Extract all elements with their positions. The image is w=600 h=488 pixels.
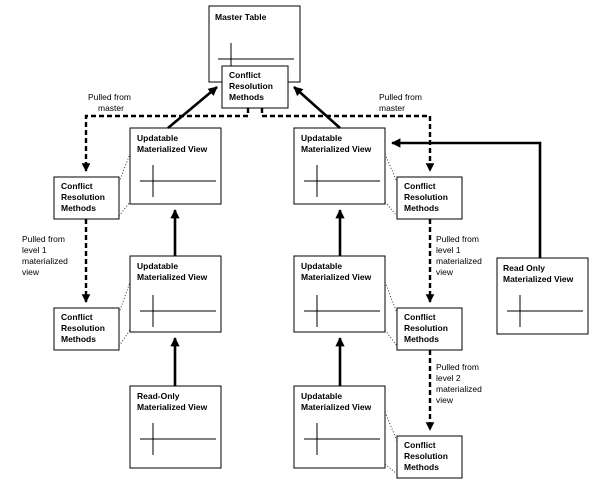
- note-pulled-from-level1-left: Pulled from level 1 materialized view: [22, 234, 68, 277]
- svg-text:Conflict: Conflict: [61, 312, 93, 322]
- svg-text:master: master: [379, 103, 405, 113]
- svg-text:Conflict: Conflict: [404, 312, 436, 322]
- note-pulled-from-level1-mid: Pulled from level 1 materialized view: [436, 234, 482, 277]
- svg-text:Resolution: Resolution: [61, 323, 105, 333]
- svg-text:Pulled from: Pulled from: [88, 92, 131, 102]
- svg-text:Resolution: Resolution: [404, 323, 448, 333]
- left-crm-level1: Conflict Resolution Methods: [53, 176, 120, 220]
- svg-text:Updatable: Updatable: [137, 133, 178, 143]
- svg-text:Updatable: Updatable: [301, 391, 342, 401]
- right-readonly-mv: Read Only Materialized View: [496, 257, 589, 335]
- arrow-right-ro-to-mid-mv1: [391, 138, 542, 258]
- svg-text:Pulled from: Pulled from: [379, 92, 422, 102]
- dash-master-to-mid-crm1: [260, 108, 435, 172]
- svg-text:Materialized View: Materialized View: [503, 274, 574, 284]
- svg-text:Methods: Methods: [61, 334, 96, 344]
- svg-text:Methods: Methods: [61, 203, 96, 213]
- dotted-connectors: [118, 153, 398, 475]
- mid-updatable-mv-level1: Updatable Materialized View: [293, 127, 386, 205]
- svg-text:Methods: Methods: [229, 92, 264, 102]
- svg-text:materialized: materialized: [22, 256, 68, 266]
- svg-text:master: master: [98, 103, 124, 113]
- arrow-left-mv1-to-master: [167, 86, 218, 129]
- pull-arrows: [81, 108, 435, 431]
- svg-text:Pulled from: Pulled from: [436, 234, 479, 244]
- svg-text:Updatable: Updatable: [137, 261, 178, 271]
- svg-text:materialized: materialized: [436, 384, 482, 394]
- left-crm-level2: Conflict Resolution Methods: [53, 307, 120, 351]
- mid-updatable-mv-level3: Updatable Materialized View: [293, 385, 386, 469]
- master-conflict-resolution-node: Conflict Resolution Methods: [221, 65, 289, 109]
- arrow-mid-mv1-to-master: [293, 86, 341, 129]
- left-updatable-mv-level1: Updatable Materialized View: [129, 127, 222, 205]
- svg-text:Materialized View: Materialized View: [137, 402, 208, 412]
- svg-text:Methods: Methods: [404, 462, 439, 472]
- svg-text:Resolution: Resolution: [404, 451, 448, 461]
- svg-text:Conflict: Conflict: [404, 181, 436, 191]
- left-readonly-mv: Read-Only Materialized View: [129, 385, 222, 469]
- svg-text:Conflict: Conflict: [229, 70, 261, 80]
- svg-text:Materialized View: Materialized View: [137, 144, 208, 154]
- svg-text:view: view: [436, 267, 454, 277]
- note-pulled-from-master-right: Pulled from master: [379, 92, 422, 113]
- svg-text:Materialized View: Materialized View: [137, 272, 208, 282]
- svg-text:Conflict: Conflict: [404, 440, 436, 450]
- svg-text:Resolution: Resolution: [61, 192, 105, 202]
- svg-text:level 1: level 1: [22, 245, 47, 255]
- svg-text:Pulled from: Pulled from: [22, 234, 65, 244]
- svg-text:materialized: materialized: [436, 256, 482, 266]
- svg-text:Updatable: Updatable: [301, 133, 342, 143]
- svg-text:Methods: Methods: [404, 203, 439, 213]
- mid-crm-level3: Conflict Resolution Methods: [396, 435, 463, 479]
- svg-text:Pulled from: Pulled from: [436, 362, 479, 372]
- svg-text:Materialized View: Materialized View: [301, 272, 372, 282]
- svg-text:Materialized View: Materialized View: [301, 144, 372, 154]
- svg-text:level 1: level 1: [436, 245, 461, 255]
- svg-text:view: view: [22, 267, 40, 277]
- mid-crm-level1: Conflict Resolution Methods: [396, 176, 463, 220]
- dash-master-to-left-crm1: [81, 108, 250, 172]
- master-table-label: Master Table: [215, 12, 267, 22]
- push-arrows: [167, 86, 542, 386]
- left-updatable-mv-level2: Updatable Materialized View: [129, 255, 222, 333]
- svg-text:Read Only: Read Only: [503, 263, 545, 273]
- mid-crm-level2: Conflict Resolution Methods: [396, 307, 463, 351]
- svg-text:Updatable: Updatable: [301, 261, 342, 271]
- svg-text:Resolution: Resolution: [404, 192, 448, 202]
- svg-text:view: view: [436, 395, 454, 405]
- svg-text:Resolution: Resolution: [229, 81, 273, 91]
- svg-text:level 2: level 2: [436, 373, 461, 383]
- svg-text:Read-Only: Read-Only: [137, 391, 180, 401]
- svg-text:Methods: Methods: [404, 334, 439, 344]
- mid-updatable-mv-level2: Updatable Materialized View: [293, 255, 386, 333]
- note-pulled-from-master-left: Pulled from master: [88, 92, 131, 113]
- svg-text:Conflict: Conflict: [61, 181, 93, 191]
- note-pulled-from-level2-mid: Pulled from level 2 materialized view: [436, 362, 482, 405]
- svg-text:Materialized View: Materialized View: [301, 402, 372, 412]
